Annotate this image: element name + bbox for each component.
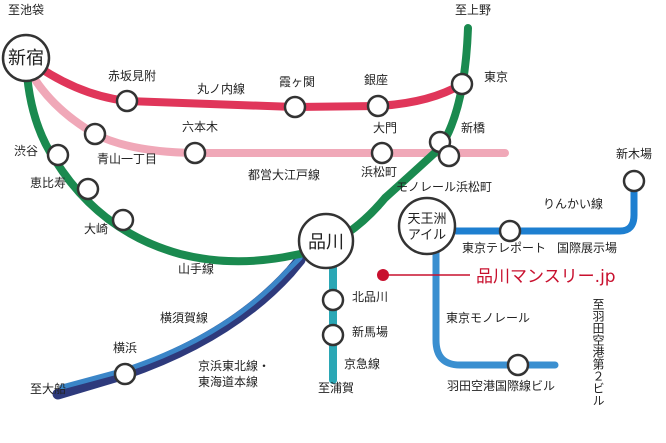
line-label-yokosuka: 横須賀線 xyxy=(160,310,208,325)
label-osaki: 大崎 xyxy=(84,222,108,236)
line-label-keihin-tokaido-1: 京浜東北線・ xyxy=(198,358,270,373)
label-haneda-intl: 羽田空港国際線ビル xyxy=(447,378,555,393)
label-aoyama-itchome: 青山一丁目 xyxy=(97,152,157,166)
label-kita-shinagawa: 北品川 xyxy=(352,290,388,304)
label-ebisu: 恵比寿 xyxy=(30,176,66,190)
station-akasaka-mitsuke-marker[interactable] xyxy=(115,89,139,113)
label-ginza: 銀座 xyxy=(364,72,388,87)
label-shibuya: 渋谷 xyxy=(14,144,38,158)
label-shinagawa: 品川 xyxy=(308,232,344,253)
label-monorail-hamamatsucho: モノレール浜松町 xyxy=(396,180,492,194)
station-aoyama-itchome-marker[interactable] xyxy=(83,122,107,146)
label-tennozu-line2: アイル xyxy=(408,228,446,243)
direction-ueno: 至上野 xyxy=(455,3,491,17)
line-label-monorail: 東京モノレール xyxy=(446,311,530,325)
marunouchi-line xyxy=(22,54,466,111)
station-ebisu-marker[interactable] xyxy=(76,177,100,201)
station-shimbamba-marker[interactable] xyxy=(321,323,345,347)
label-shinjuku: 新宿 xyxy=(8,48,44,69)
station-roppongi-marker[interactable] xyxy=(183,141,207,165)
label-kasumigaseki: 霞ヶ関 xyxy=(279,75,315,89)
label-daimon: 大門 xyxy=(373,121,397,135)
station-tennozu-marker[interactable] xyxy=(397,196,457,256)
station-kasumigaseki-marker[interactable] xyxy=(283,95,307,119)
brand-marker xyxy=(377,269,389,281)
label-tokyo-teleport: 東京テレポート xyxy=(462,241,546,255)
line-label-oedo: 都営大江戸線 xyxy=(248,167,320,182)
station-ginza-marker[interactable] xyxy=(366,94,390,118)
monorail-line xyxy=(432,236,559,369)
station-yokohama-marker[interactable] xyxy=(113,362,137,386)
station-haneda-intl-marker[interactable] xyxy=(506,353,530,377)
label-kokusai-tenjijo: 国際展示場 xyxy=(557,241,617,255)
line-label-keikyu: 京急線 xyxy=(344,356,380,371)
label-shimbashi: 新橋 xyxy=(461,120,485,135)
keihin-tokaido-line xyxy=(59,255,303,390)
direction-ikebukuro: 至池袋 xyxy=(8,3,44,17)
station-shibuya-marker[interactable] xyxy=(46,143,70,167)
station-daimon-marker[interactable] xyxy=(370,141,394,165)
station-shinjuku-marker[interactable] xyxy=(1,33,51,83)
label-tennozu-line1: 天王洲 xyxy=(407,212,446,227)
station-hamamatsucho-marker[interactable] xyxy=(437,144,461,168)
rinkai-line xyxy=(452,177,638,235)
line-label-yamanote: 山手線 xyxy=(178,261,214,276)
label-yokohama: 横浜 xyxy=(113,341,137,355)
line-label-marunouchi: 丸ノ内線 xyxy=(197,81,245,96)
direction-uraga: 至浦賀 xyxy=(318,381,354,395)
station-tokyo-marker[interactable] xyxy=(450,72,474,96)
label-roppongi: 六本木 xyxy=(182,120,218,134)
station-kita-shinagawa-marker[interactable] xyxy=(321,288,345,312)
station-shinagawa-marker[interactable] xyxy=(297,212,355,270)
label-shin-kiba: 新木場 xyxy=(616,146,652,161)
brand-name[interactable]: 品川マンスリー.jp xyxy=(476,267,616,287)
label-shimbamba: 新馬場 xyxy=(352,324,388,339)
station-osaki-marker[interactable] xyxy=(111,208,135,232)
direction-ofuna: 至大船 xyxy=(30,382,66,396)
line-label-rinkai: りんかい線 xyxy=(543,196,603,211)
station-tokyo-teleport-marker[interactable] xyxy=(498,219,522,243)
label-hamamatsucho: 浜松町 xyxy=(361,165,397,179)
direction-haneda-t2: 至羽田空港第２ビル xyxy=(591,298,605,406)
line-label-keihin-tokaido-2: 東海道本線 xyxy=(198,374,258,389)
label-tokyo: 東京 xyxy=(484,70,508,84)
yokosuka-line xyxy=(52,254,306,400)
station-shin-kiba-marker[interactable] xyxy=(622,169,646,193)
label-akasaka-mitsuke: 赤坂見附 xyxy=(108,69,156,83)
